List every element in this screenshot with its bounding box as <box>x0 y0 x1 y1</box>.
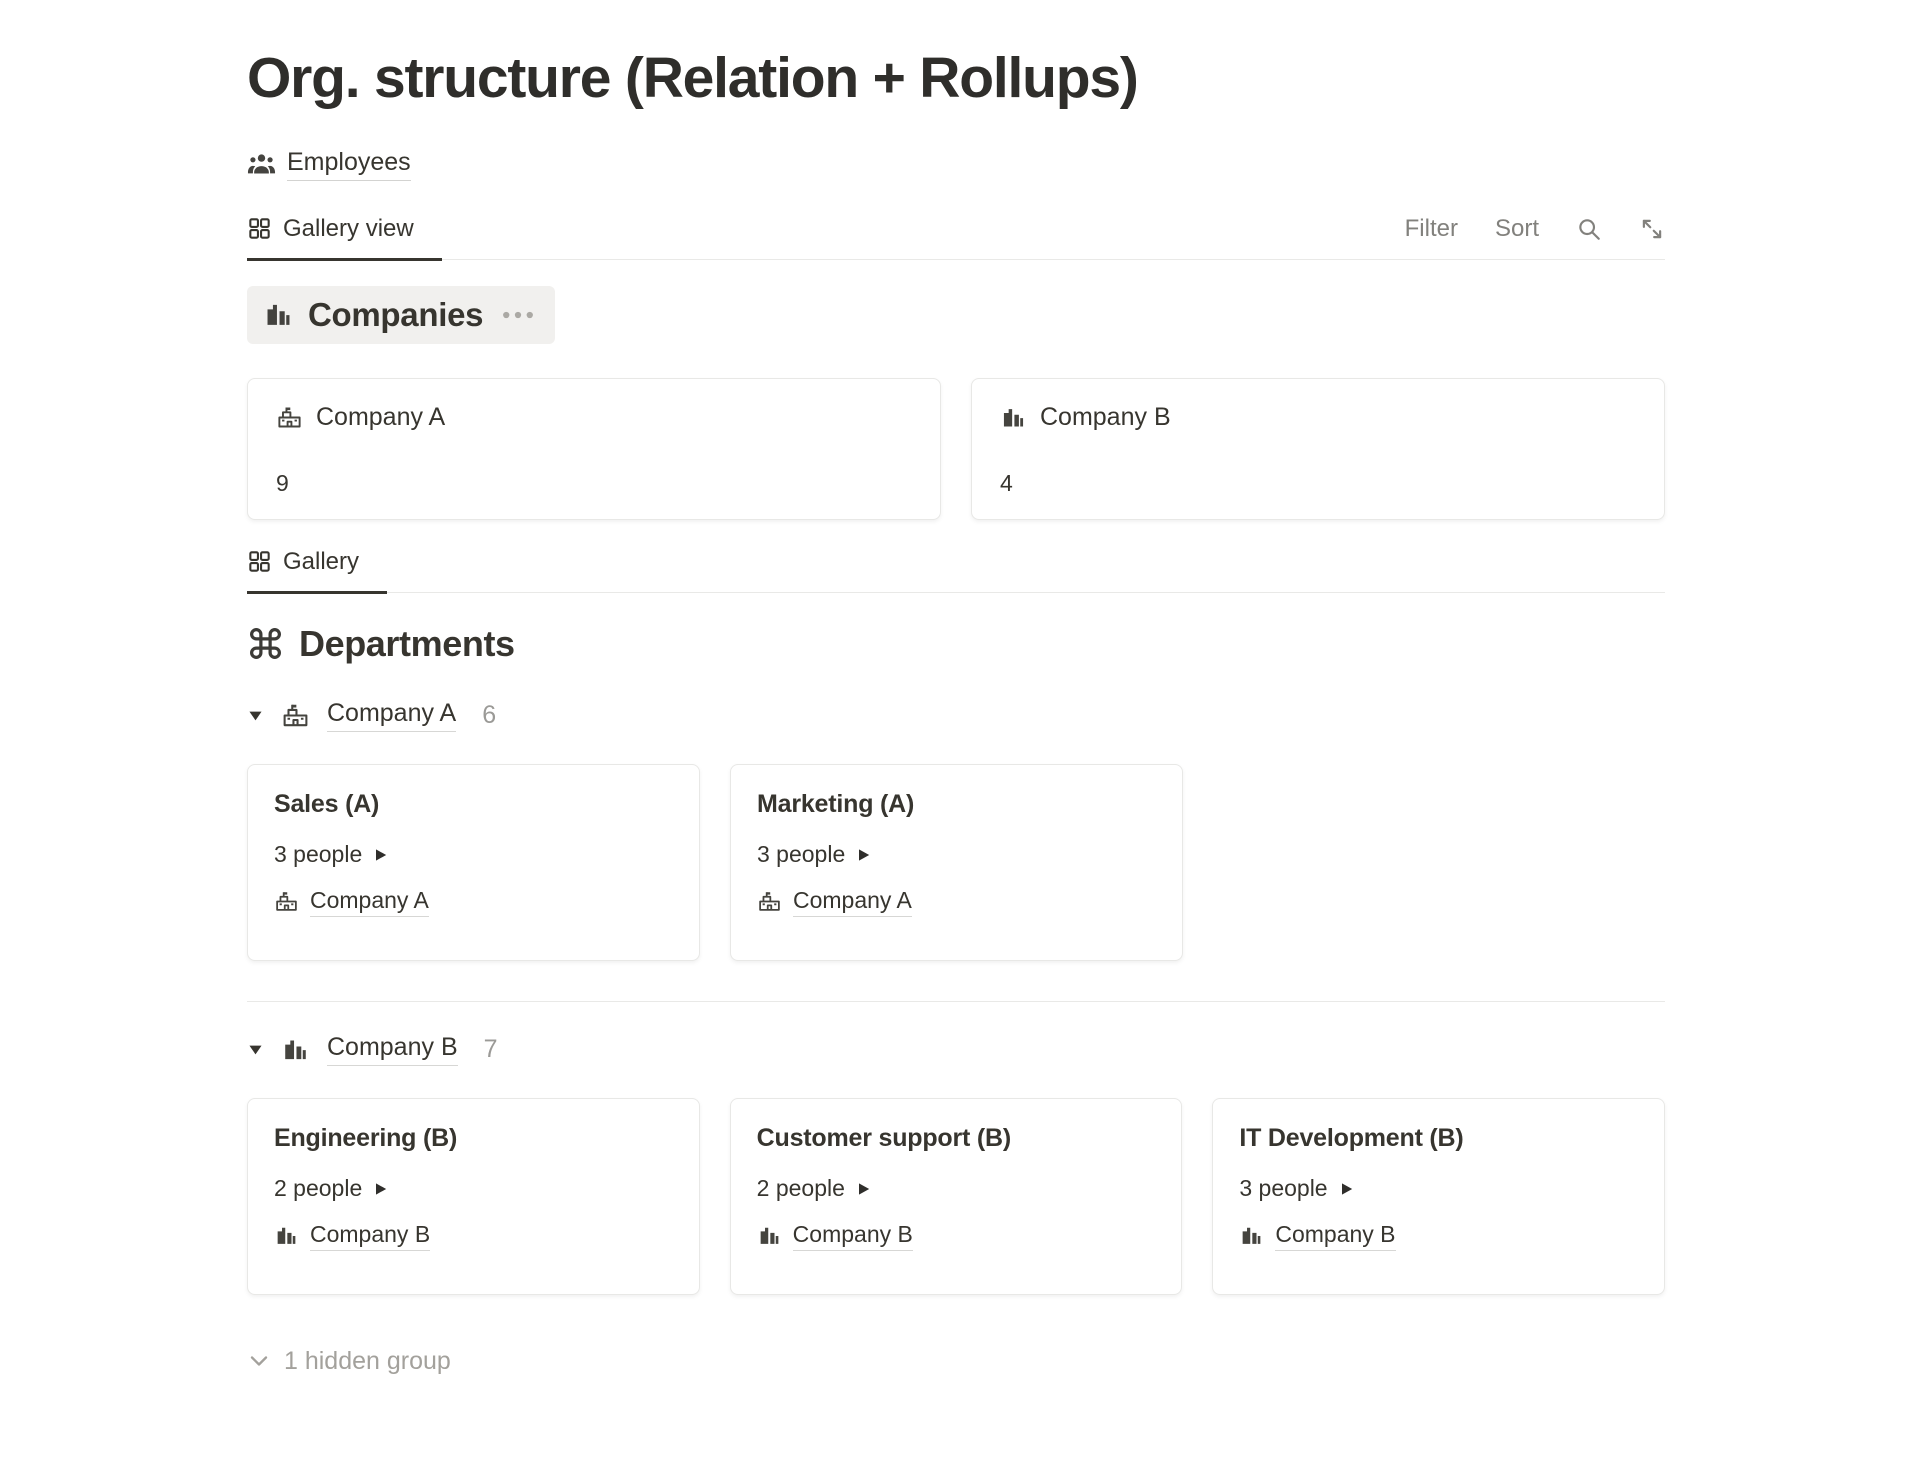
tab-gallery-view[interactable]: Gallery view <box>247 215 442 261</box>
gallery-grid-icon <box>247 549 272 574</box>
department-card-title: Engineering (B) <box>274 1123 458 1152</box>
people-rollup-label: 3 people <box>757 840 846 867</box>
card-company-relation: Company A <box>274 887 673 917</box>
school-icon <box>757 889 782 914</box>
departments-view-toolbar: Gallery <box>247 547 1665 594</box>
group-separator <box>247 1000 1665 1002</box>
hidden-group-label: 1 hidden group <box>284 1346 451 1375</box>
school-icon <box>276 404 303 431</box>
company-card-a[interactable]: Company A 9 <box>247 377 941 520</box>
gallery-grid-icon <box>247 216 272 241</box>
source-database-link[interactable]: Employees <box>287 148 411 181</box>
people-rollup-row: 3 people <box>757 841 1156 868</box>
command-icon <box>247 625 284 662</box>
company-card-b-name: Company B <box>1040 402 1171 431</box>
company-card-b[interactable]: Company B 4 <box>971 377 1665 520</box>
company-card-a-rollup: 9 <box>276 469 289 496</box>
play-right-icon[interactable] <box>372 847 388 863</box>
group-company-b-link[interactable]: Company B <box>327 1033 458 1066</box>
department-card-it-development[interactable]: IT Development (B) 3 people Company B <box>1212 1097 1666 1295</box>
people-rollup-label: 2 people <box>756 1174 845 1201</box>
department-card-marketing[interactable]: Marketing (A) 3 people Company A <box>730 763 1183 961</box>
group-company-a-count: 6 <box>482 700 497 729</box>
people-group-icon <box>247 150 276 179</box>
hidden-group-toggle[interactable]: 1 hidden group <box>247 1347 1665 1376</box>
buildings-icon <box>281 1035 310 1064</box>
triangle-down-icon[interactable] <box>247 707 264 724</box>
card-company-link[interactable]: Company B <box>792 1221 913 1251</box>
department-card-title: Sales (A) <box>274 789 380 818</box>
department-card-engineering[interactable]: Engineering (B) 2 people Company B <box>247 1097 700 1295</box>
buildings-icon <box>274 1223 299 1248</box>
play-right-icon[interactable] <box>855 1181 871 1197</box>
triangle-down-icon[interactable] <box>247 1041 264 1058</box>
toolbar-actions: Filter Sort <box>1405 215 1665 259</box>
companies-cards-row: Company A 9 Company B 4 <box>247 377 1665 520</box>
play-right-icon[interactable] <box>855 847 871 863</box>
companies-section-heading[interactable]: Companies <box>247 285 556 344</box>
view-toolbar: Gallery view Filter Sort <box>247 215 1665 261</box>
company-card-a-name: Company A <box>316 402 446 431</box>
people-rollup-row: 2 people <box>274 1175 673 1202</box>
card-company-relation: Company B <box>1239 1221 1638 1251</box>
department-card-sales[interactable]: Sales (A) 3 people Company A <box>247 763 700 961</box>
page-content: Org. structure (Relation + Rollups) Empl… <box>247 0 1666 1376</box>
people-rollup-row: 3 people <box>1239 1175 1638 1202</box>
group-a-cards-row: Sales (A) 3 people Company A Marketing (… <box>247 763 1665 961</box>
chevron-down-icon <box>247 1349 271 1373</box>
tab-gallery-label: Gallery <box>283 547 360 575</box>
tab-gallery[interactable]: Gallery <box>247 547 388 594</box>
buildings-icon <box>263 299 294 330</box>
sort-button[interactable]: Sort <box>1494 214 1539 242</box>
card-company-relation: Company A <box>757 887 1156 917</box>
card-company-relation: Company B <box>274 1221 673 1251</box>
page-title: Org. structure (Relation + Rollups) <box>247 46 1139 110</box>
card-company-link[interactable]: Company A <box>793 887 912 917</box>
play-right-icon[interactable] <box>1338 1181 1354 1197</box>
department-card-title: Marketing (A) <box>757 789 915 818</box>
card-company-link[interactable]: Company B <box>1275 1221 1396 1251</box>
card-company-link[interactable]: Company A <box>310 887 429 917</box>
card-company-relation: Company B <box>757 1221 1156 1251</box>
buildings-icon <box>1000 404 1027 431</box>
filter-button[interactable]: Filter <box>1404 214 1458 242</box>
company-card-b-header: Company B <box>1000 403 1636 432</box>
people-rollup-label: 2 people <box>274 1174 363 1201</box>
people-rollup-label: 3 people <box>1239 1174 1328 1201</box>
group-header-company-b: Company B 7 <box>247 1033 1665 1066</box>
ellipsis-menu-icon[interactable] <box>501 309 535 321</box>
departments-section-title: Departments <box>299 622 515 664</box>
group-b-cards-row: Engineering (B) 2 people Company B Custo… <box>247 1097 1666 1295</box>
company-card-b-rollup: 4 <box>1000 469 1013 496</box>
play-right-icon[interactable] <box>372 1181 388 1197</box>
school-icon <box>281 701 310 730</box>
search-icon[interactable] <box>1576 216 1602 242</box>
department-card-title: IT Development (B) <box>1239 1123 1464 1152</box>
expand-icon[interactable] <box>1639 216 1665 242</box>
group-header-company-a: Company A 6 <box>247 699 1665 732</box>
company-card-a-header: Company A <box>276 403 912 432</box>
companies-section-title: Companies <box>308 295 484 333</box>
buildings-icon <box>757 1223 782 1248</box>
tab-gallery-view-label: Gallery view <box>283 214 414 242</box>
department-card-title: Customer support (B) <box>756 1123 1012 1152</box>
department-card-customer-support[interactable]: Customer support (B) 2 people Company B <box>729 1097 1183 1295</box>
buildings-icon <box>1239 1223 1264 1248</box>
source-database-row: Employees <box>247 148 1665 181</box>
people-rollup-row: 2 people <box>757 1175 1156 1202</box>
group-company-a-link[interactable]: Company A <box>327 699 457 732</box>
card-company-link[interactable]: Company B <box>310 1221 431 1251</box>
people-rollup-row: 3 people <box>274 841 673 868</box>
people-rollup-label: 3 people <box>274 840 363 867</box>
departments-section-heading: Departments <box>247 623 1665 665</box>
group-company-b-count: 7 <box>483 1034 498 1063</box>
school-icon <box>274 889 299 914</box>
